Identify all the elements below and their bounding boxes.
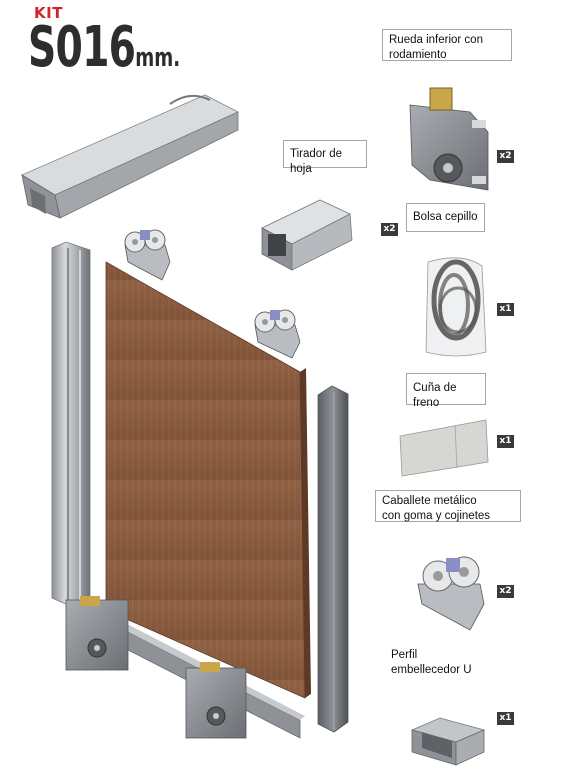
label-bracket: Caballete metálico con goma y cojinetes: [375, 490, 521, 522]
label-brake-wedge: Cuña de freno: [406, 373, 486, 409]
qty-badge-brush-bag: x1: [497, 303, 514, 316]
u-profile-part: [410, 717, 486, 766]
label-bracket-line1: Caballete metálico: [382, 495, 477, 507]
bottom-roller-left: [65, 596, 129, 671]
model-number: S016: [28, 15, 136, 80]
label-u-profile: Perfil embellecedor U: [385, 645, 495, 680]
product-model: S016mm.: [28, 15, 180, 80]
qty-badge-handle: x2: [381, 223, 398, 236]
qty-badge-bottom-wheel: x2: [497, 150, 514, 163]
metal-bracket-part: [417, 556, 485, 631]
door-panel: [105, 261, 311, 699]
kit-label: KIT: [34, 4, 63, 22]
qty-badge-brake-wedge: x1: [497, 435, 514, 448]
qty-badge-u-profile: x1: [497, 712, 514, 725]
left-vertical-profile: [51, 241, 91, 606]
label-u-profile-line1: Perfil: [391, 649, 418, 661]
bottom-roller-right: [185, 662, 247, 739]
model-unit: mm.: [135, 43, 181, 73]
right-vertical-profile: [317, 385, 349, 733]
top-track-rail: [21, 94, 239, 219]
label-handle: Tirador de hoja: [283, 140, 367, 175]
label-bottom-wheel-line2: rodamiento: [389, 49, 447, 61]
handle-profile-part: [261, 199, 353, 271]
label-brush-bag: Bolsa cepillo: [406, 203, 485, 232]
brush-bag-part: [425, 257, 487, 357]
brake-wedge-part: [399, 419, 489, 477]
bottom-wheel-part: [409, 87, 489, 191]
label-bottom-wheel-line1: Rueda inferior con: [389, 34, 483, 46]
qty-badge-bracket: x2: [497, 585, 514, 598]
label-bracket-line2: con goma y cojinetes: [382, 510, 491, 522]
label-bottom-wheel: Rueda inferior con rodamiento: [382, 29, 512, 61]
label-u-profile-line2: embellecedor U: [391, 664, 472, 676]
top-hanger-right: [254, 309, 301, 359]
top-hanger-left: [124, 229, 171, 281]
